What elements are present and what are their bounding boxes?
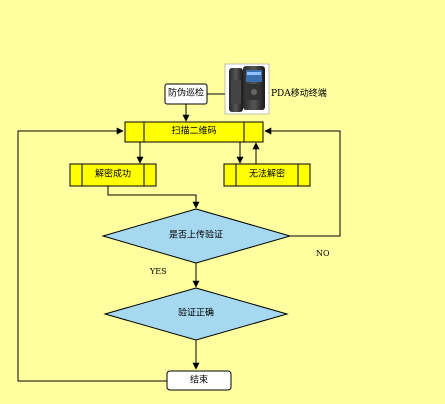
decrypt-fail-label: 无法解密	[249, 171, 285, 180]
decrypt-ok-label: 解密成功	[95, 171, 131, 180]
phone-icon	[225, 64, 269, 114]
end-box-label: 结束	[190, 377, 208, 386]
scan-box-label: 扫描二维码	[171, 128, 216, 137]
verify-decision-label: 验证正确	[178, 310, 214, 319]
yes-label: YES	[150, 268, 167, 276]
start-box-label: 防伪巡检	[168, 90, 204, 99]
device-label: PDA移动终端	[271, 90, 327, 99]
ok-to-upload-connector	[108, 186, 196, 208]
no-label: NO	[316, 250, 330, 258]
upload-decision-label: 是否上传验证	[169, 232, 223, 241]
